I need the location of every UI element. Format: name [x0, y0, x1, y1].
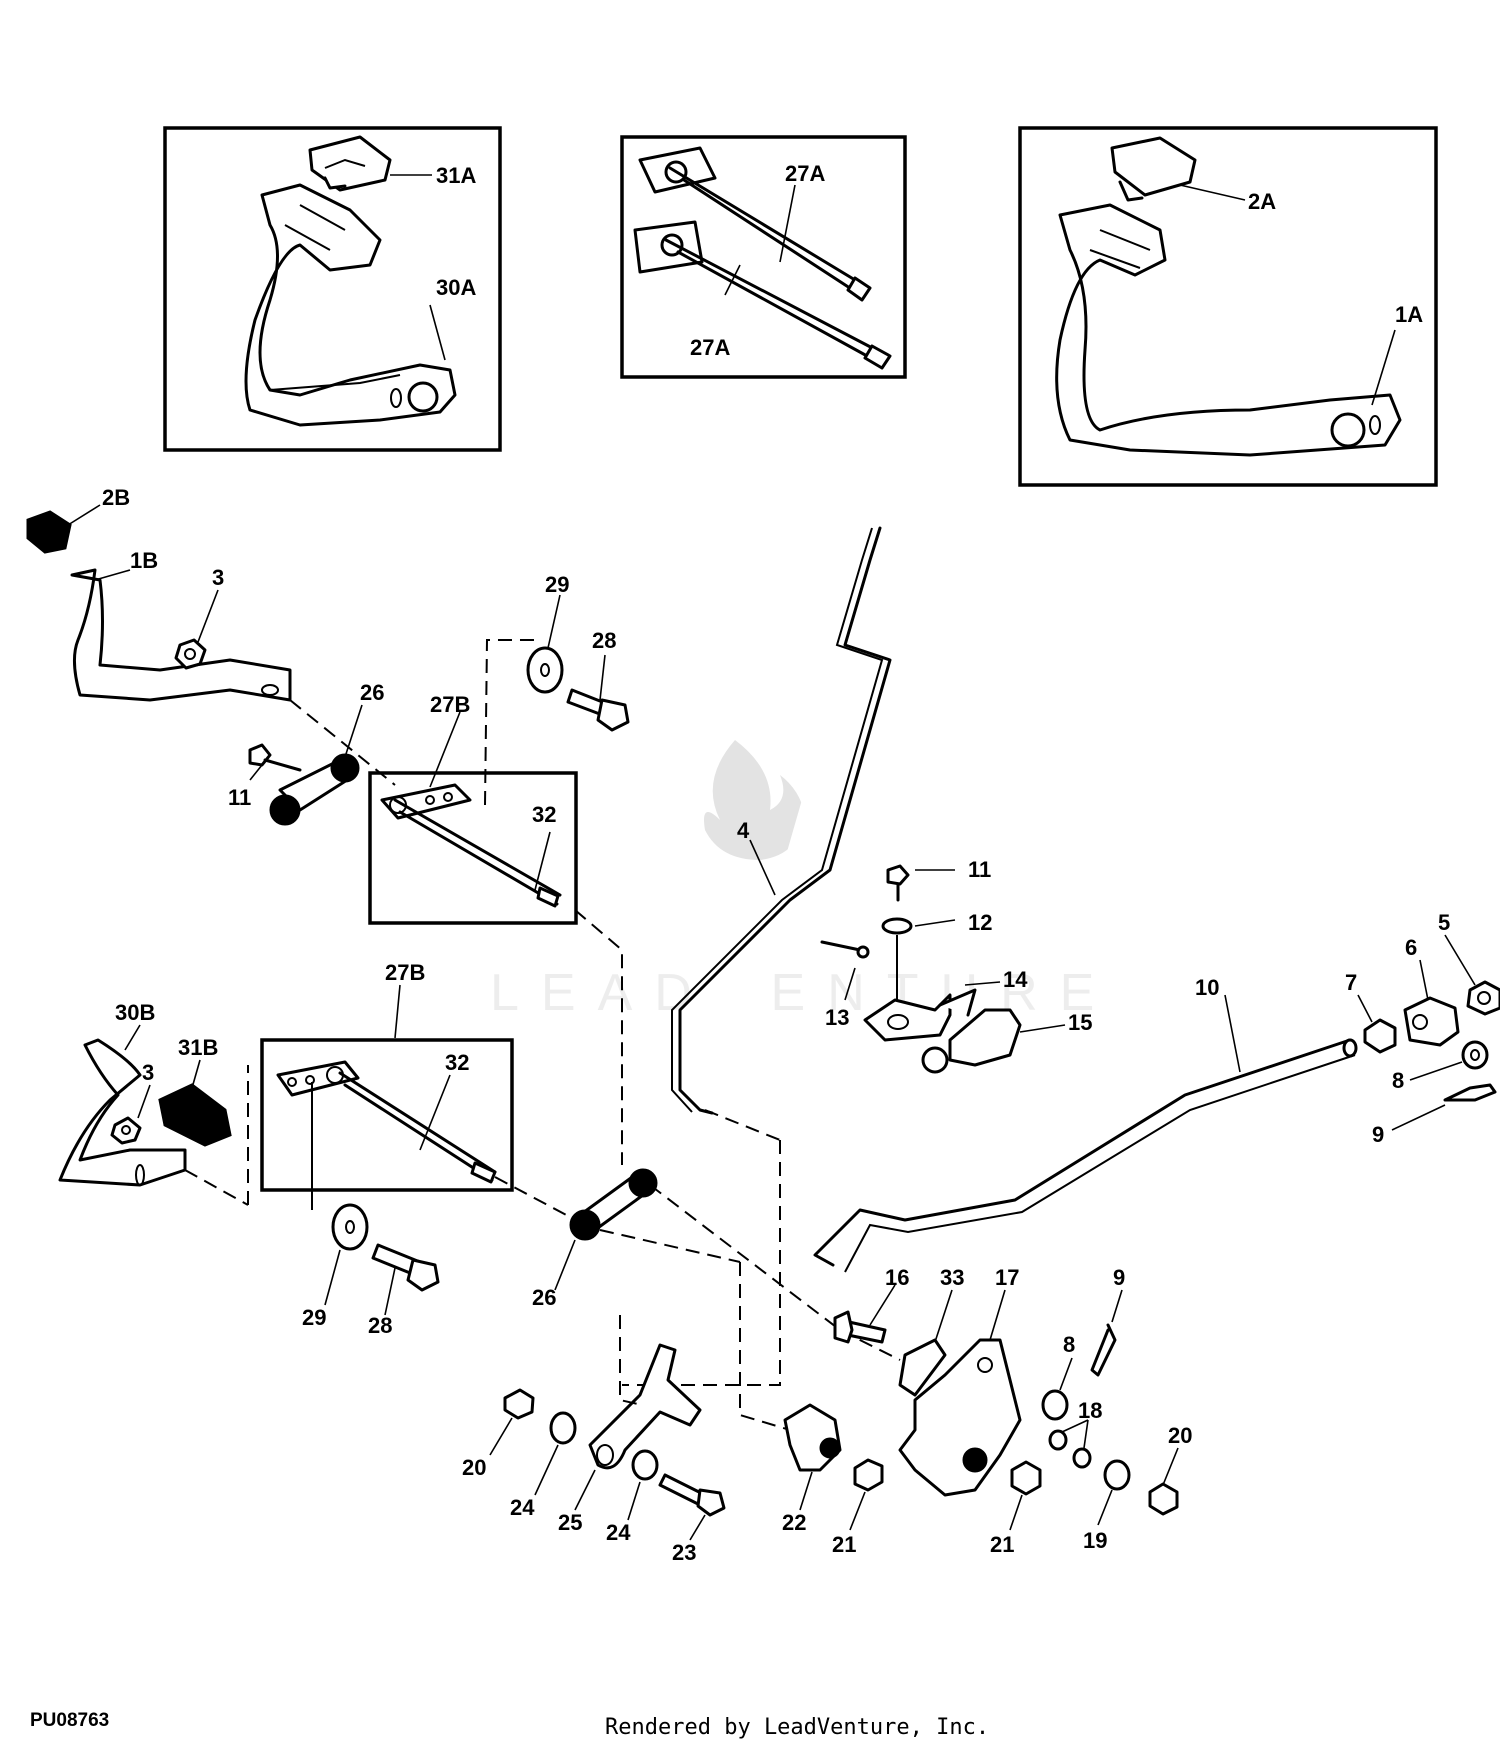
callout-4: 4 — [737, 818, 750, 843]
callout-21-left: 21 — [832, 1532, 856, 1557]
callout-32-bottom: 32 — [445, 1050, 469, 1075]
callout-30a: 30A — [436, 275, 476, 300]
switch-bracket-group — [820, 864, 1066, 1074]
dashed-lines-upper — [289, 639, 623, 1165]
callout-21-right: 21 — [990, 1532, 1014, 1557]
callout-24-left: 24 — [510, 1495, 535, 1520]
ferrule-6 — [1403, 996, 1460, 1047]
pedal-arm-1a — [1055, 203, 1402, 457]
nut-5 — [1466, 980, 1500, 1016]
callout-30b: 30B — [115, 1000, 155, 1025]
pedal-assembly-1b — [26, 504, 292, 702]
callout-6: 6 — [1405, 935, 1417, 960]
washer-29-top — [526, 646, 564, 694]
shaft-27b-top — [368, 711, 578, 925]
lever-25 — [588, 1343, 702, 1470]
link-26-bottom — [554, 1168, 901, 1431]
callout-8-low: 8 — [1063, 1332, 1075, 1357]
callout-29-bottom: 29 — [302, 1305, 326, 1330]
pedal-arm-30a — [244, 183, 457, 427]
callout-20-right: 20 — [1168, 1423, 1192, 1448]
callout-15: 15 — [1068, 1010, 1092, 1035]
washer-29-bottom — [331, 1203, 369, 1251]
callout-5: 5 — [1438, 910, 1450, 935]
pedal-pad-31b — [158, 1083, 232, 1147]
callout-24-right: 24 — [606, 1520, 631, 1545]
callout-11-right: 11 — [968, 857, 991, 882]
callout-2b: 2B — [102, 485, 130, 510]
callout-20-left: 20 — [462, 1455, 486, 1480]
callout-33: 33 — [940, 1265, 964, 1290]
callout-17: 17 — [995, 1265, 1019, 1290]
callout-8-right: 8 — [1392, 1068, 1404, 1093]
flame-icon — [704, 740, 805, 860]
callout-27b-top: 27B — [430, 692, 470, 717]
block-22 — [783, 1403, 842, 1472]
callout-3-bottom: 3 — [142, 1060, 154, 1085]
callout-27b-bottom: 27B — [385, 960, 425, 985]
callout-1b: 1B — [130, 548, 158, 573]
inset-box-shaft-27a — [620, 135, 907, 379]
inset-box-pedal-30a — [163, 126, 502, 452]
callout-7: 7 — [1345, 970, 1357, 995]
washer-8-right — [1461, 1040, 1489, 1070]
shaft-27b-bottom — [260, 984, 586, 1226]
washer-bolt-top — [526, 594, 630, 732]
callout-27a-top: 27A — [785, 161, 825, 186]
washer-bolt-bottom — [324, 1203, 440, 1316]
pedal-pad-31a — [308, 135, 392, 192]
pedal-arm-1b — [70, 568, 292, 702]
plate-33 — [898, 1338, 947, 1397]
callout-31b: 31B — [178, 1035, 218, 1060]
pedal-pad-2a — [1110, 136, 1197, 197]
callout-2a: 2A — [1248, 189, 1276, 214]
figure-code: PU08763 — [30, 1710, 110, 1731]
callout-9-right: 9 — [1372, 1122, 1384, 1147]
washer-12 — [881, 917, 913, 935]
callout-26-top: 26 — [360, 680, 384, 705]
pedal-pad-2b — [26, 510, 72, 554]
callout-28-top: 28 — [592, 628, 616, 653]
control-body-17 — [898, 1338, 1022, 1497]
callout-23: 23 — [672, 1540, 696, 1565]
callout-1a: 1A — [1395, 302, 1423, 327]
right-hardware — [1357, 934, 1500, 1131]
callout-3-top: 3 — [212, 565, 224, 590]
callout-29-top: 29 — [545, 572, 569, 597]
link-26-top — [248, 704, 363, 826]
callout-14: 14 — [1003, 967, 1028, 992]
callout-25: 25 — [558, 1510, 582, 1535]
callout-10: 10 — [1195, 975, 1219, 1000]
render-credit: Rendered by LeadVenture, Inc. — [605, 1715, 990, 1740]
callout-18: 18 — [1078, 1398, 1102, 1423]
callout-19: 19 — [1083, 1528, 1107, 1553]
callout-9-low: 9 — [1113, 1265, 1125, 1290]
callout-11-left: 11 — [228, 785, 251, 810]
nut-7 — [1363, 1018, 1397, 1054]
callout-16: 16 — [885, 1265, 909, 1290]
callout-32-top: 32 — [532, 802, 556, 827]
callout-27a-bottom: 27A — [690, 335, 730, 360]
pedal-assembly-30b — [58, 1024, 249, 1206]
switch-15 — [948, 1008, 1022, 1067]
callout-31a: 31A — [436, 163, 476, 188]
callout-22: 22 — [782, 1510, 806, 1535]
bottom-cluster — [489, 1284, 1179, 1541]
nut-3-top — [174, 589, 219, 670]
inset-box-pedal-1a — [1018, 126, 1438, 487]
rod-4 — [622, 526, 892, 1386]
callout-13: 13 — [825, 1005, 849, 1030]
callout-28-bottom: 28 — [368, 1313, 392, 1338]
callout-12: 12 — [968, 910, 992, 935]
callout-26-bottom: 26 — [532, 1285, 556, 1310]
rod-10 — [813, 994, 1358, 1273]
